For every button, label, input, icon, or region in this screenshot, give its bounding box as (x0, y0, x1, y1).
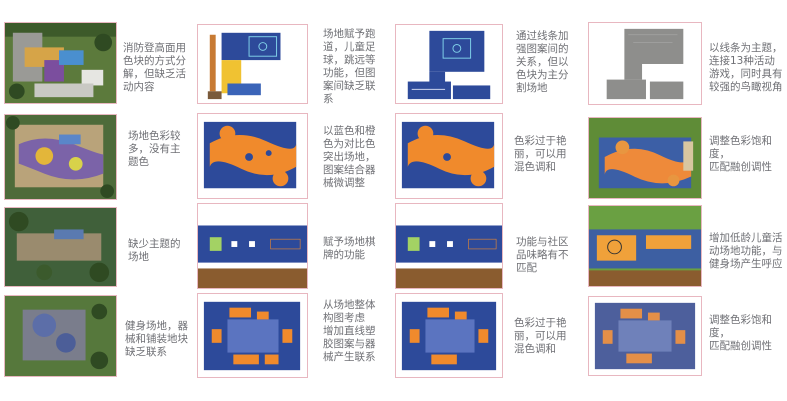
row1-aerial-original (4, 22, 117, 104)
row2-plan-adjusted (588, 117, 702, 199)
row3-plan-chess (197, 203, 308, 289)
row2-caption-4: 调整色彩饱和度， 匹配融创调性 (709, 135, 772, 173)
row2-caption-1: 场地色彩较 多，没有主 题色 (128, 130, 181, 168)
row1-caption-4: 以线条为主题， 连接13种活动 游戏，同时具有 较强的鸟瞰视角 (709, 42, 783, 93)
row3-caption-2: 赋予场地棋 牌的功能 (323, 236, 376, 261)
row1-plan-field (197, 24, 308, 104)
row4-caption-2: 从场地整体 构图考虑 增加直线塑 胶图案与器 械产生联系 (323, 299, 376, 363)
row4-caption-3: 色彩过于艳 丽，可以用 混色调和 (514, 317, 567, 355)
row2-aerial-original (4, 114, 117, 200)
row2-plan-bright (395, 113, 503, 199)
row3-caption-3: 功能与社区 品味略有不 匹配 (516, 236, 569, 274)
row4-caption-4: 调整色彩饱和度， 匹配融创调性 (709, 314, 772, 352)
row1-plan-lines (395, 24, 503, 104)
row4-plan-fitness (197, 293, 308, 378)
row4-aerial-original (4, 295, 117, 377)
row1-caption-2: 场地赋予跑 道，儿童足 球，跳远等 功能，但图 案间缺乏联 系 (323, 28, 376, 105)
row2-caption-2: 以蓝色和橙 色为对比色 突出场地， 图案结合器 械微调整 (323, 125, 376, 189)
row2-plan-blue-orange (197, 113, 308, 199)
row1-plan-final (588, 22, 702, 105)
row3-caption-4: 增加低龄儿童活 动场地功能，与 健身场产生呼应 (709, 232, 783, 270)
row3-plan-community (395, 203, 503, 289)
row4-caption-1: 健身场地，器 械和铺装地块 缺乏联系 (125, 320, 188, 358)
row3-plan-children (588, 205, 702, 287)
row2-caption-3: 色彩过于艳 丽，可以用 混色调和 (514, 135, 567, 173)
row3-caption-1: 缺少主题的 场地 (128, 238, 181, 263)
row4-plan-bright (395, 293, 503, 378)
row4-plan-adjusted (588, 296, 702, 376)
row1-caption-1: 消防登高面用 色块的方式分 解，但缺乏活 动内容 (123, 42, 186, 93)
row3-aerial-original (4, 207, 117, 287)
row1-caption-3: 通过线条加 强图案间的 关系，但以 色块为主分 割场地 (516, 30, 569, 94)
